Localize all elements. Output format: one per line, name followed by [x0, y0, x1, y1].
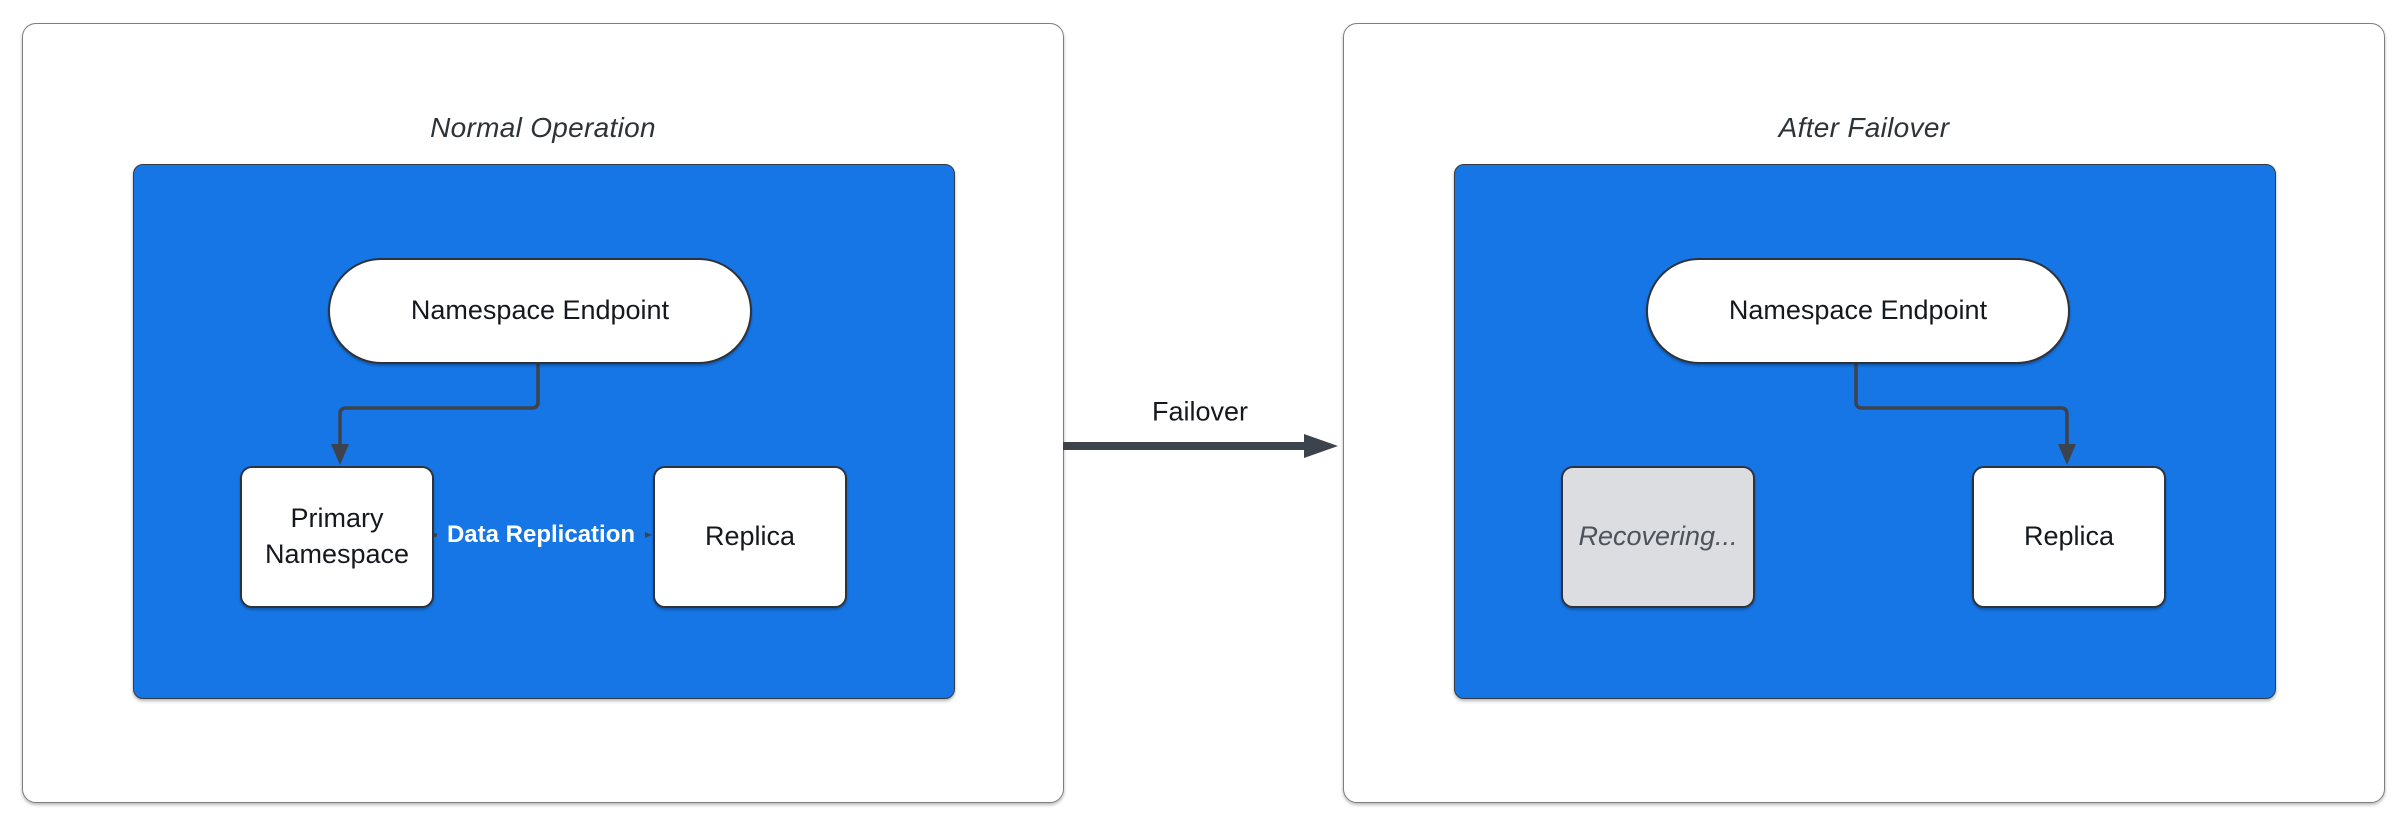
primary-namespace-label: Primary Namespace — [264, 503, 410, 569]
primary-namespace-node: Primary Namespace — [240, 466, 434, 608]
namespace-endpoint-node-normal: Namespace Endpoint — [328, 258, 752, 364]
namespace-endpoint-label-failover: Namespace Endpoint — [1728, 295, 1988, 326]
panel-normal-operation: Normal Operation — [22, 23, 1064, 803]
recovering-label: Recovering... — [1578, 521, 1738, 552]
replica-label-normal: Replica — [704, 521, 796, 552]
replica-node-normal: Replica — [653, 466, 847, 608]
data-replication-edge-label: Data Replication — [436, 519, 646, 551]
namespace-endpoint-node-failover: Namespace Endpoint — [1646, 258, 2070, 364]
recovering-node: Recovering... — [1561, 466, 1755, 608]
panel-after-failover: After Failover — [1343, 23, 2385, 803]
cluster-after-failover — [1454, 164, 2276, 699]
namespace-endpoint-label: Namespace Endpoint — [410, 295, 670, 326]
failover-label: Failover — [1151, 396, 1249, 427]
failover-arrowhead-icon — [1304, 434, 1338, 458]
replica-node-failover: Replica — [1972, 466, 2166, 608]
cluster-normal-operation — [133, 164, 955, 699]
panel-title-after-failover: After Failover — [1778, 112, 1950, 143]
replica-label-failover: Replica — [2023, 521, 2115, 552]
panel-title-normal-operation: Normal Operation — [430, 112, 656, 143]
